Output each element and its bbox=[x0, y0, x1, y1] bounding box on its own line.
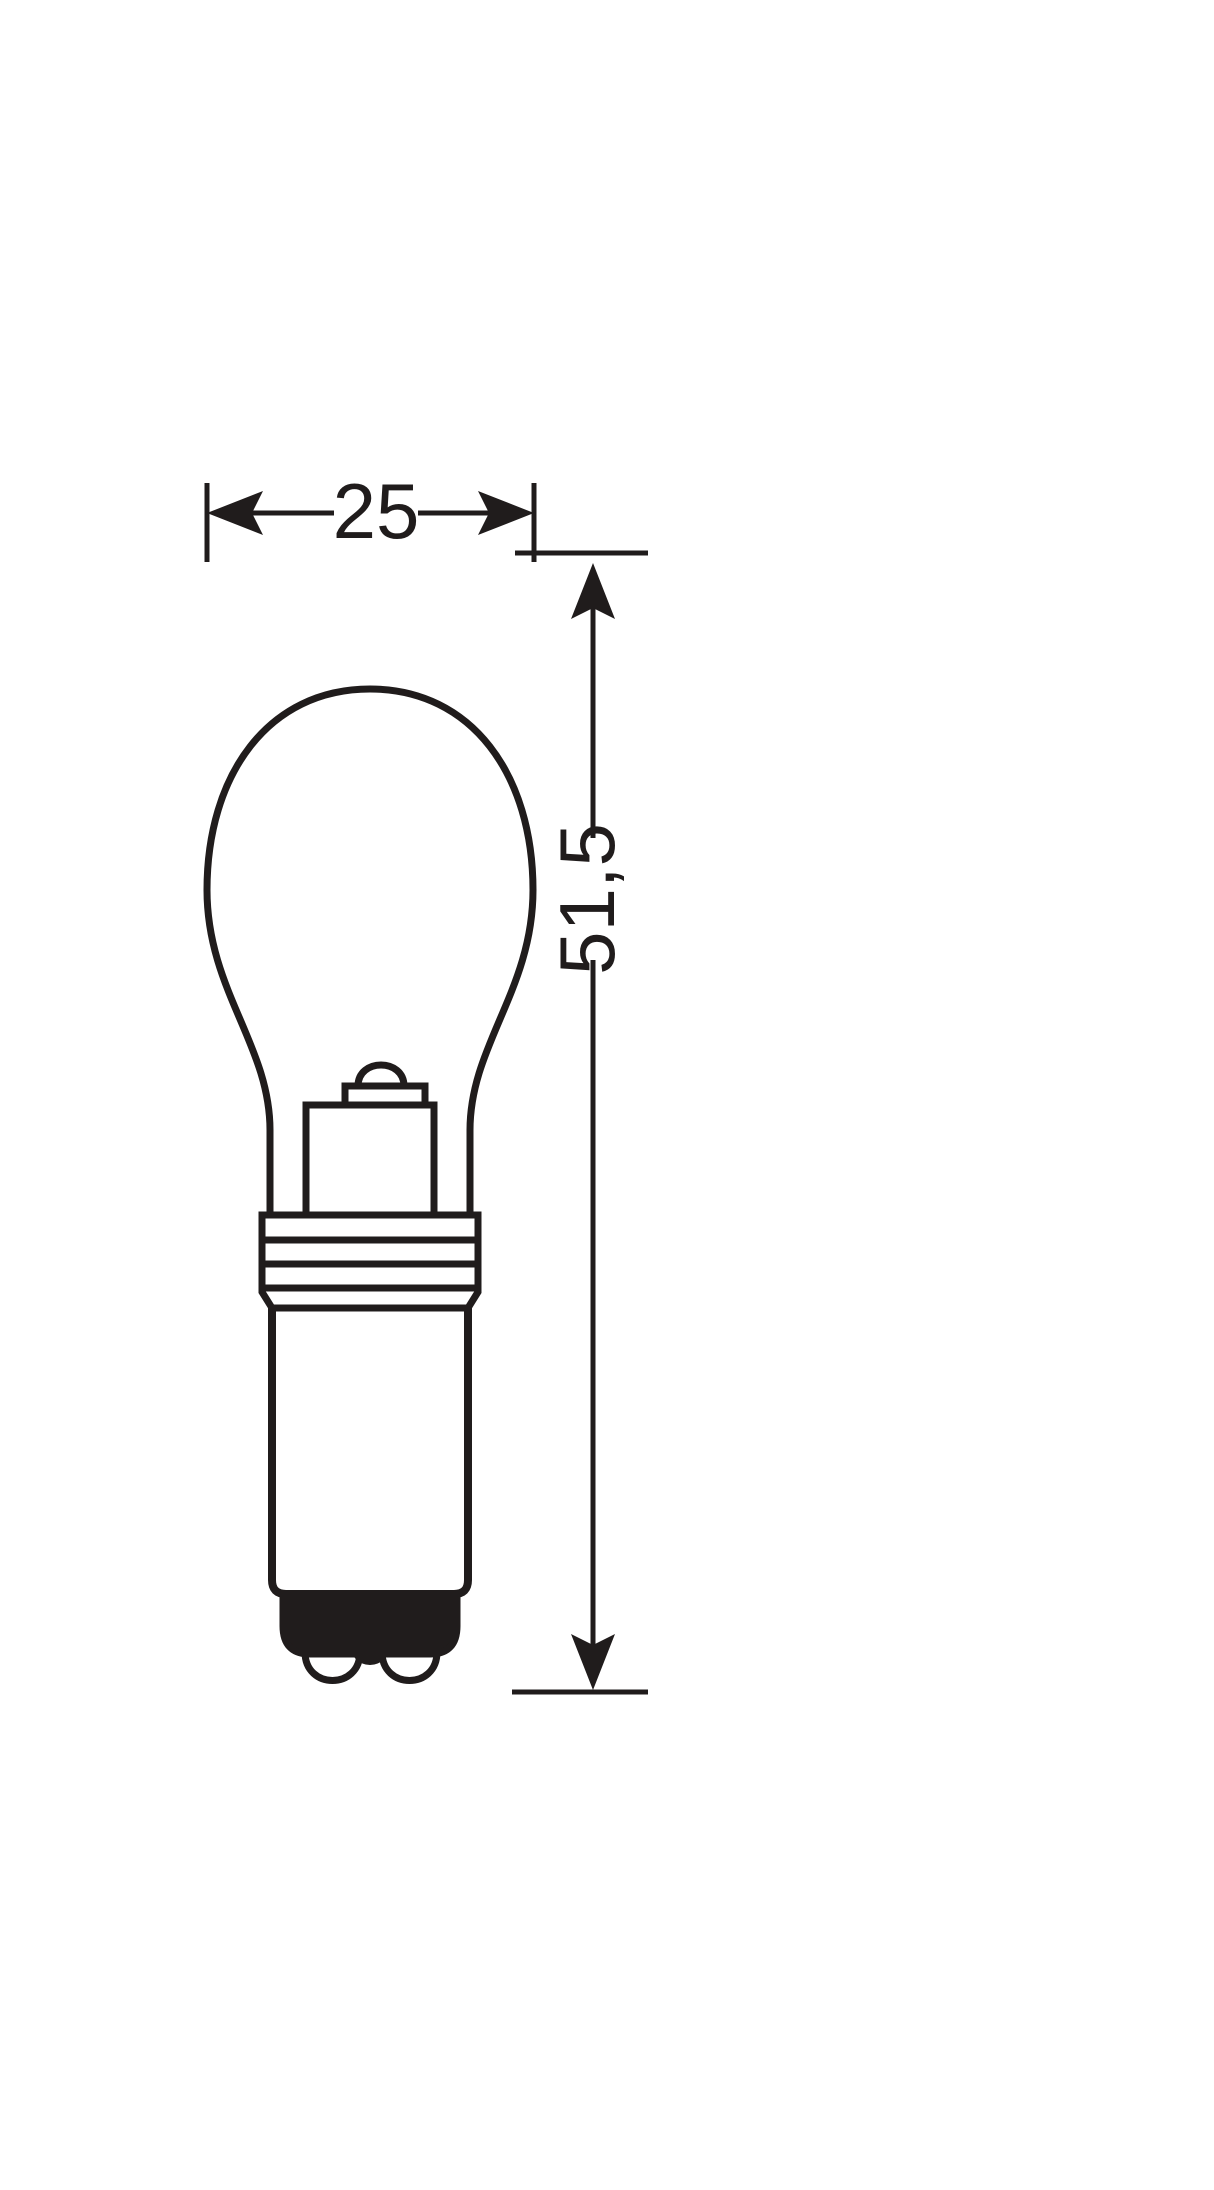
dimension-height-51-5: 51,5 bbox=[512, 550, 648, 1695]
dim-width-arrow-right-icon bbox=[478, 491, 534, 535]
dimension-width-25: 25 bbox=[204, 467, 537, 562]
glass-envelope bbox=[203, 685, 537, 1219]
dim-height-label: 51,5 bbox=[543, 823, 631, 975]
dim-height-arrow-bottom-icon bbox=[571, 1634, 615, 1690]
solder-contacts bbox=[301, 1651, 441, 1684]
dim-height-arrow-top-icon bbox=[571, 563, 615, 619]
dim-width-label: 25 bbox=[333, 467, 420, 555]
dim-width-arrow-left-icon bbox=[207, 491, 263, 535]
contact-band bbox=[279, 1590, 461, 1658]
